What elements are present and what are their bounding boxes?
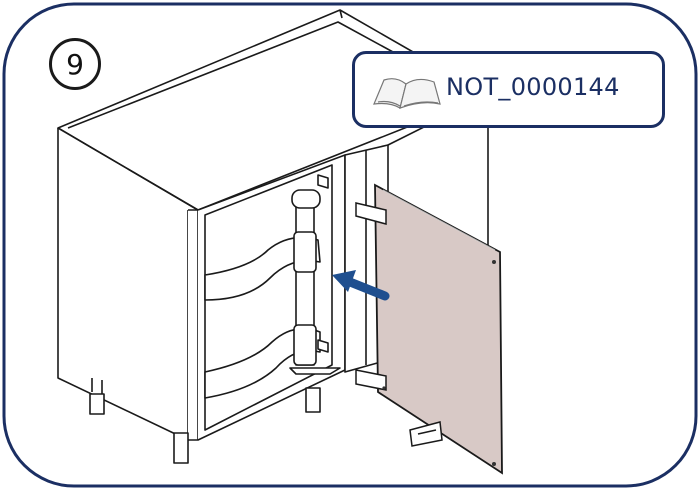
step-number: 9: [66, 47, 84, 81]
reference-code: NOT_0000144: [446, 73, 620, 101]
open-book-icon: [373, 78, 441, 109]
step-number-badge: 9: [49, 38, 101, 90]
direction-arrow: [332, 270, 390, 301]
cabinet-door: [374, 183, 503, 475]
